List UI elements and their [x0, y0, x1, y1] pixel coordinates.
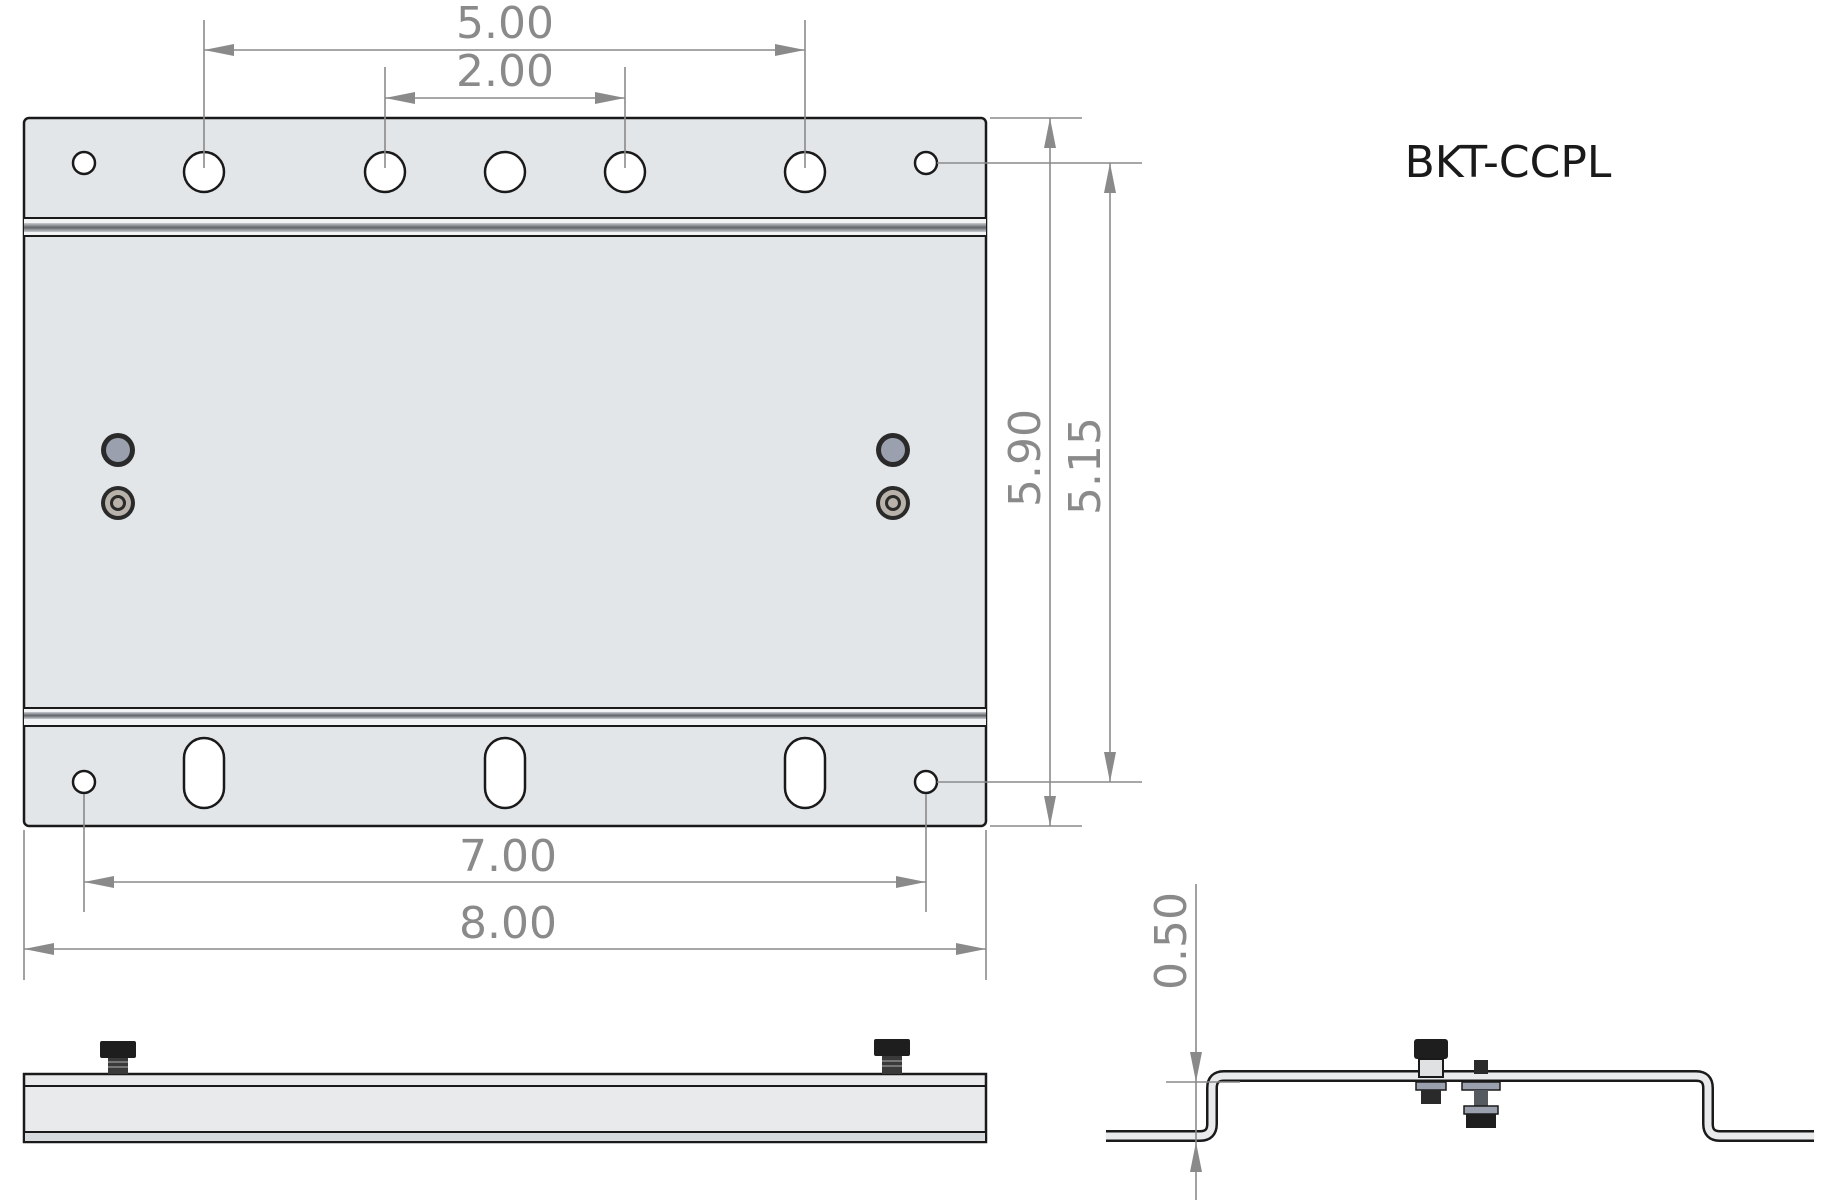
knob-right: [874, 1039, 910, 1074]
top-bend-line: [24, 223, 986, 232]
mounting-hole: [483, 150, 527, 194]
small-mounting-hole: [913, 150, 939, 176]
dimension-overall-width: 8.00: [23, 830, 987, 980]
bottom-bend-line: [24, 712, 986, 719]
side-knob: [1414, 1039, 1448, 1104]
dimension-label-overall-width: 8.00: [459, 898, 557, 949]
dimension-label-top-inner: 2.00: [456, 46, 554, 97]
part-number-label: BKT-CCPL: [1405, 137, 1612, 188]
dimension-label-offset-height: 0.50: [1146, 892, 1197, 990]
dimension-bottom-holes: 7.00: [83, 794, 927, 912]
bracket-front-view: [22, 1039, 988, 1144]
dimension-top-outer: 5.00: [203, 0, 806, 168]
dimension-label-top-outer: 5.00: [456, 0, 554, 49]
dimension-overall-height: 5.90: [990, 117, 1082, 827]
bracket-side-view: [1106, 1039, 1814, 1142]
bracket-plate: [22, 116, 988, 828]
knob-left: [100, 1041, 136, 1074]
bracket-top-view: [22, 116, 988, 828]
mounting-slot: [483, 736, 527, 810]
dimension-top-inner: 2.00: [384, 46, 626, 168]
stud-right: [876, 433, 910, 520]
dimension-offset-height: 0.50: [1146, 884, 1240, 1200]
dimension-hole-vertical: 5.15: [937, 162, 1142, 783]
dimension-label-overall-height: 5.90: [1000, 409, 1051, 507]
mounting-slot: [182, 736, 226, 810]
small-mounting-hole: [71, 769, 97, 795]
small-mounting-hole: [913, 769, 939, 795]
dimension-label-hole-vertical: 5.15: [1060, 417, 1111, 515]
stud-left: [101, 433, 135, 520]
side-stud: [1461, 1060, 1501, 1128]
mounting-slot: [783, 736, 827, 810]
small-mounting-hole: [71, 150, 97, 176]
dimension-label-bottom-holes: 7.00: [459, 831, 557, 882]
